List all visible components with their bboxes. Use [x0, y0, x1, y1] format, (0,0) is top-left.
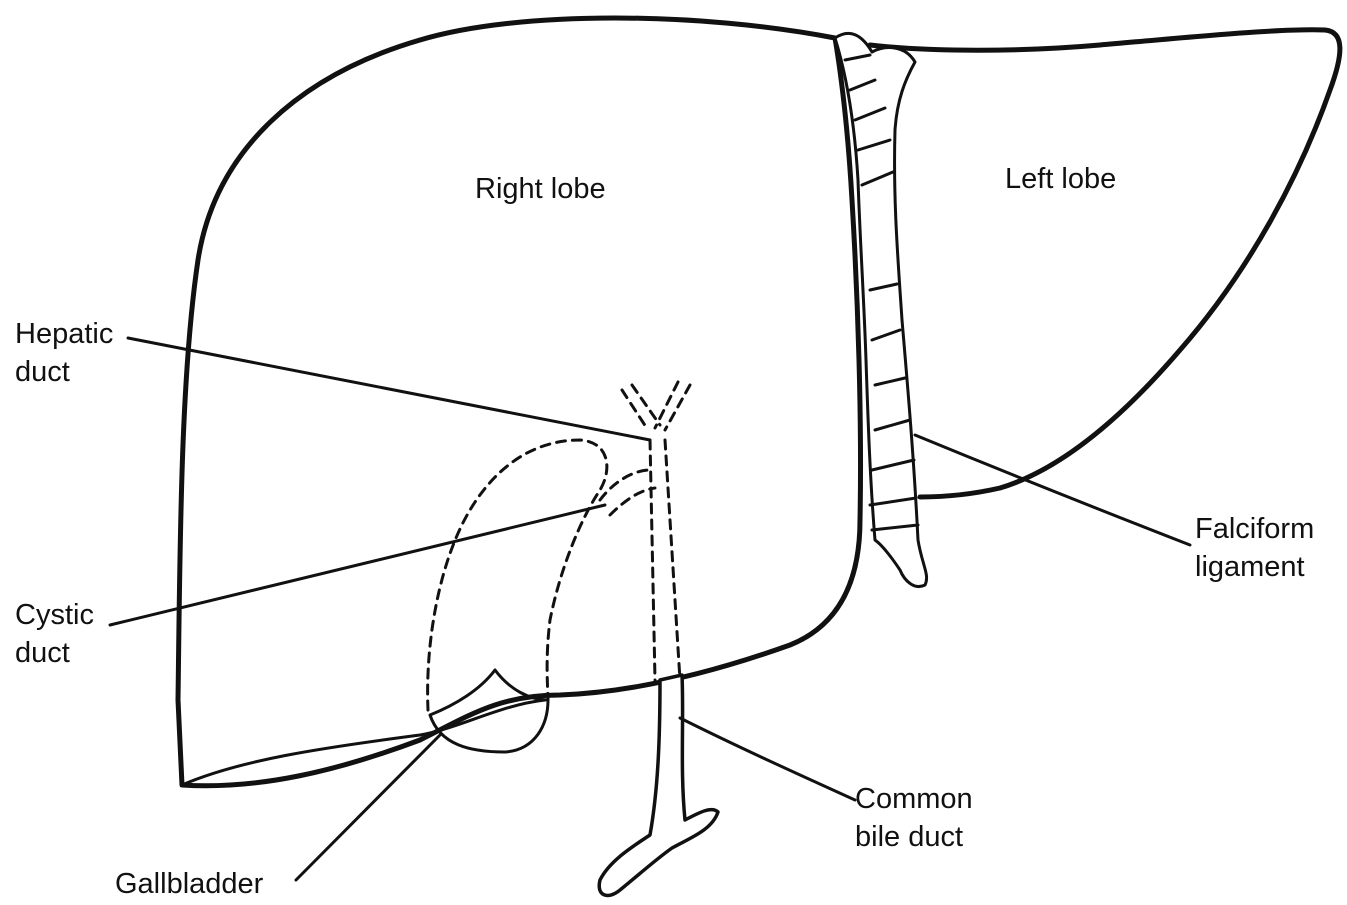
hepatic-duct-label: Hepatic duct [15, 315, 113, 391]
common-bile-duct-leader [680, 718, 855, 800]
right-lobe-outline [178, 18, 861, 786]
cystic-duct-label: Cystic duct [15, 596, 94, 672]
gallbladder-fundus [430, 670, 548, 752]
right-lobe-label: Right lobe [475, 170, 606, 208]
hepatic-duct-leader [128, 338, 650, 440]
gallbladder-hidden-outline [428, 440, 607, 710]
cystic-duct-leader [110, 505, 605, 625]
left-lobe-outline [870, 30, 1340, 497]
common-bile-duct-label: Common bile duct [855, 780, 973, 856]
right-lobe-lower-edge [182, 700, 545, 785]
falciform-ligament-label: Falciform ligament [1195, 510, 1314, 586]
left-lobe-label: Left lobe [1005, 160, 1116, 198]
hepatic-duct-hidden [622, 382, 690, 680]
cystic-duct-hidden [600, 470, 655, 515]
common-bile-duct-shape [599, 675, 718, 895]
falciform-ligament-leader [915, 435, 1190, 545]
gallbladder-label: Gallbladder [115, 865, 263, 903]
